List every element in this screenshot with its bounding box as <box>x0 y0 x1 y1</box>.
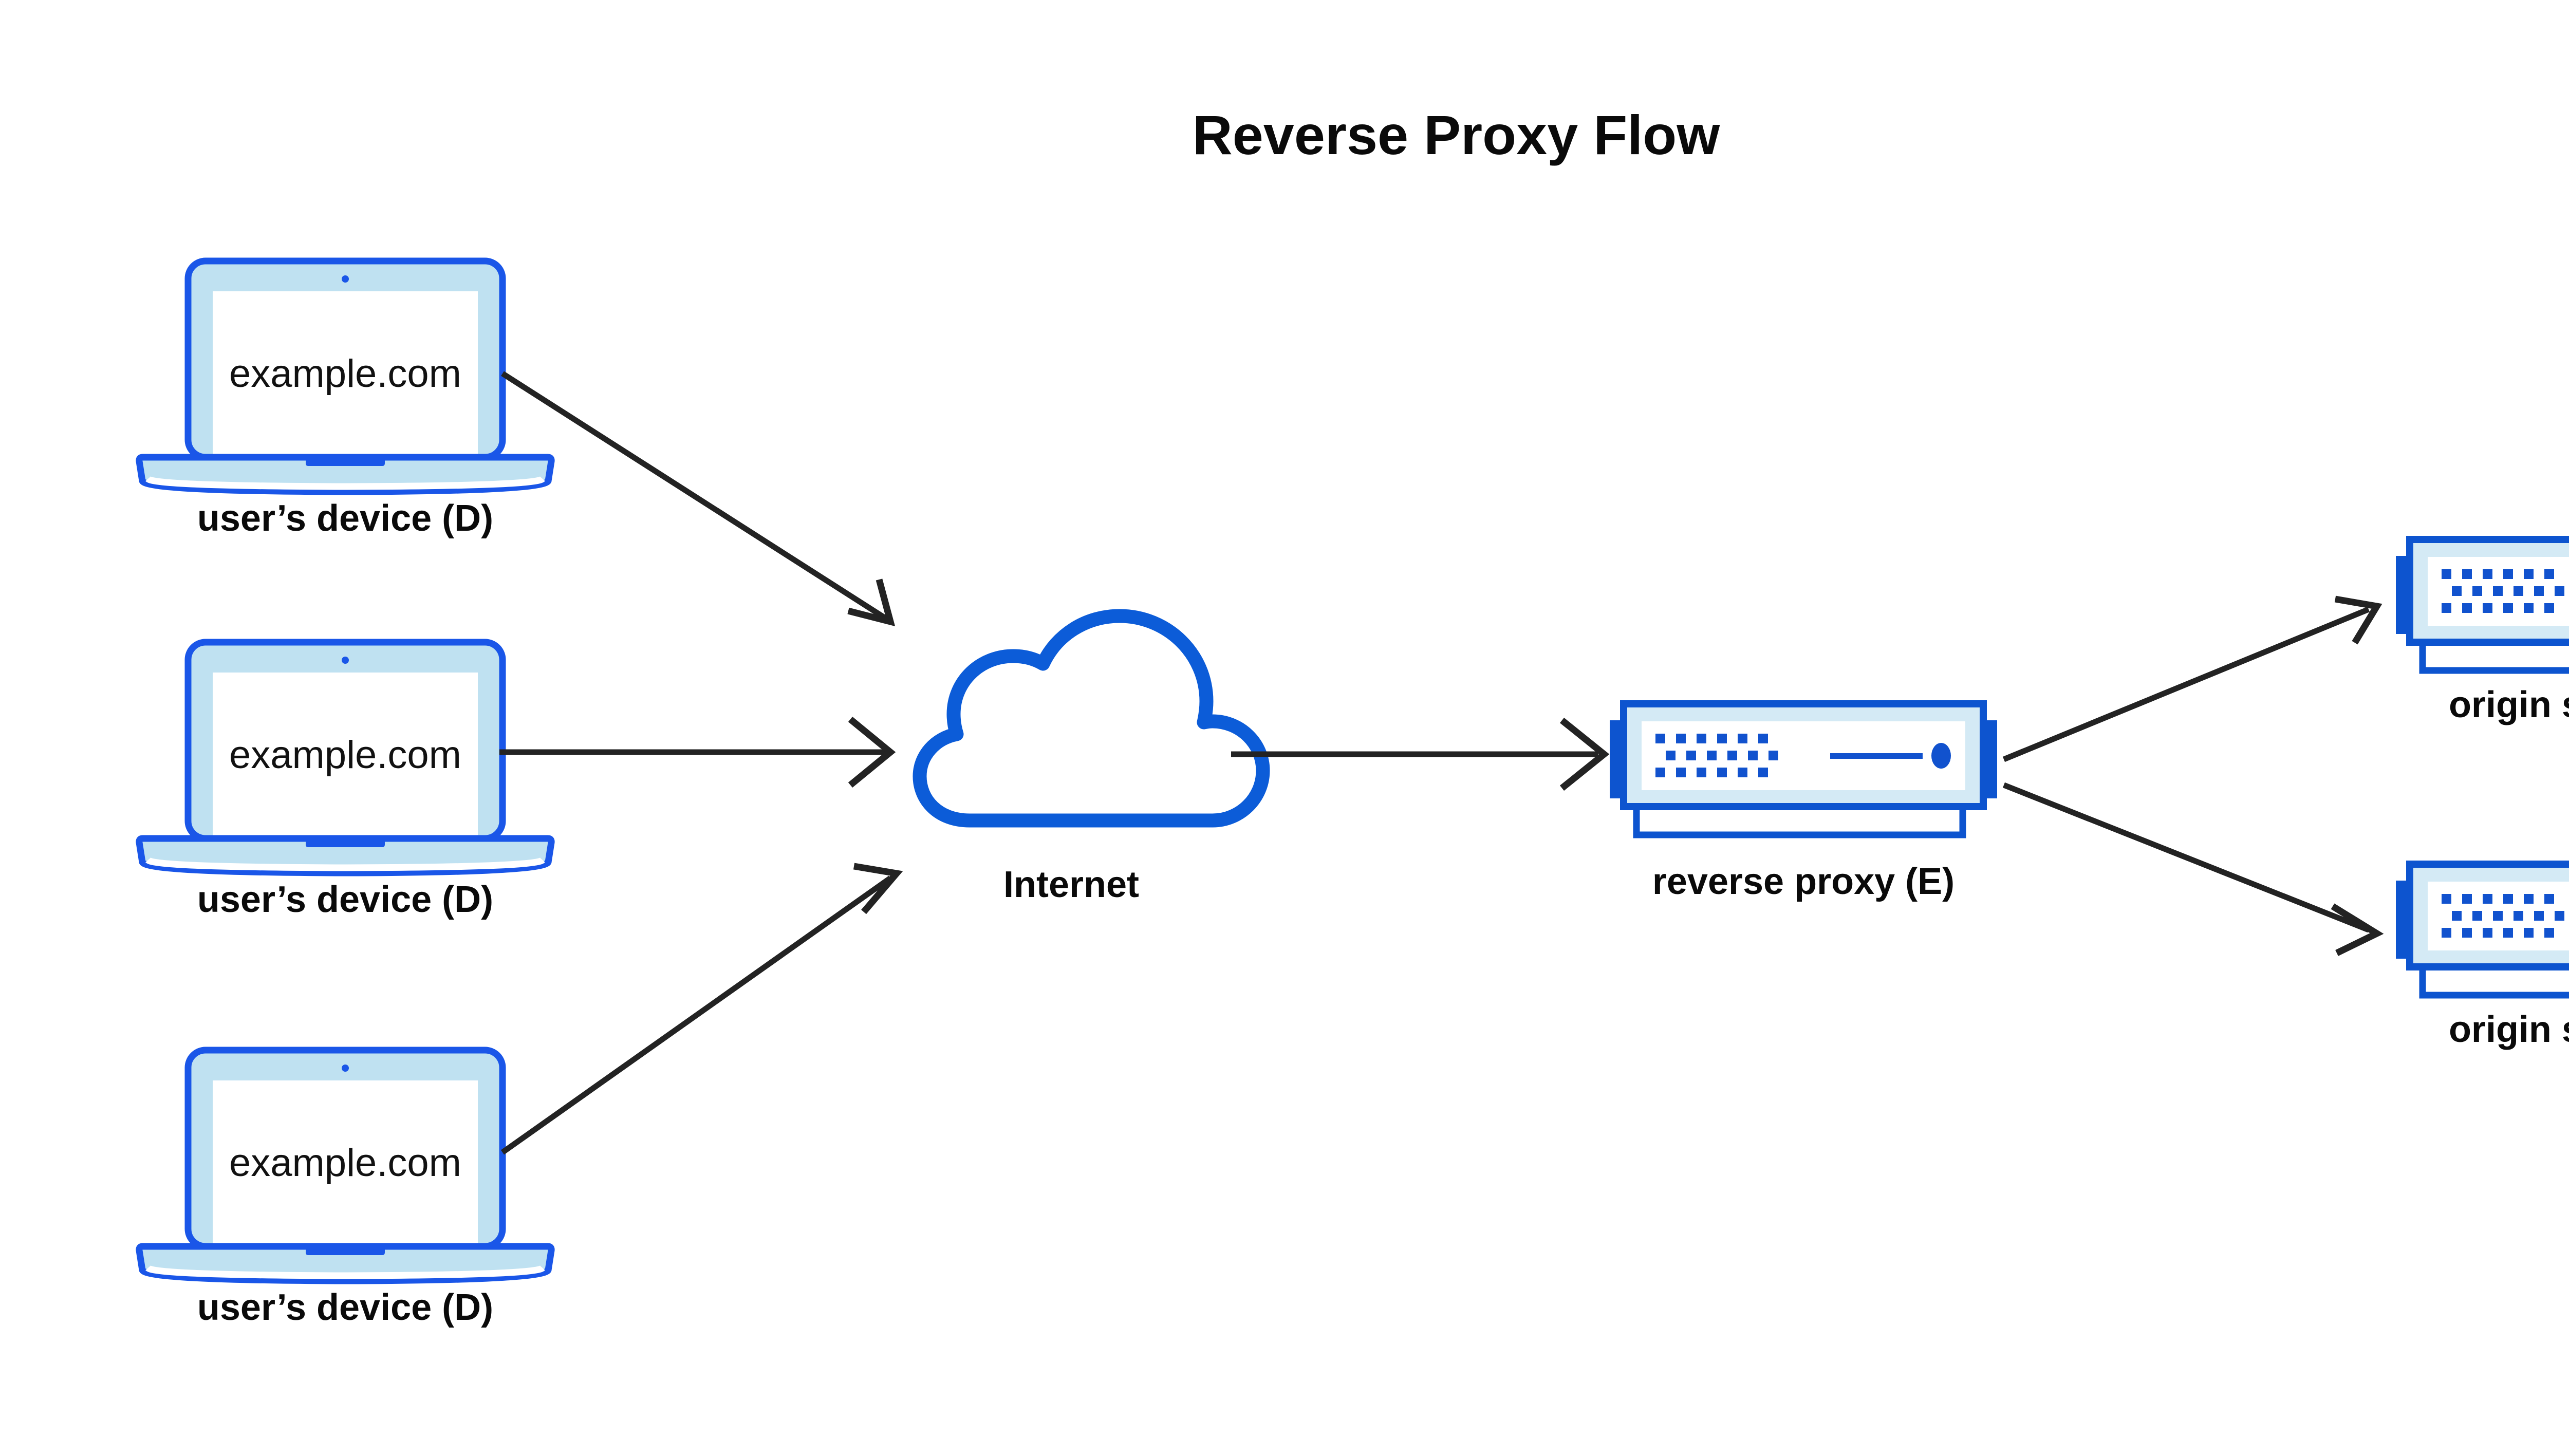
node-internet[interactable]: Internet <box>913 609 1270 905</box>
edge-device-middle-to-internet <box>499 716 896 788</box>
laptop-base-highlight <box>145 476 545 490</box>
node-label-user-device-top: user’s device (D) <box>197 498 493 539</box>
laptop-camera-icon <box>342 275 349 283</box>
laptop-notch <box>306 457 385 466</box>
cloud-shape <box>913 609 1270 828</box>
laptop-camera-icon <box>342 1065 349 1072</box>
node-label-user-device-bottom: user’s device (D) <box>197 1287 493 1328</box>
edge-proxy-to-origin-bottom <box>2002 782 2384 956</box>
node-user-device-top[interactable]: example.com user’s device (D) <box>136 257 555 539</box>
node-label-user-device-middle: user’s device (D) <box>197 879 493 920</box>
laptop-screen <box>213 291 478 456</box>
server-icon <box>1610 700 1997 838</box>
server-status-line <box>1830 753 1923 759</box>
node-label-origin-server-top: origin server (F) <box>2449 684 2569 725</box>
edge-proxy-to-origin-top <box>2002 595 2382 762</box>
laptop-screen-text: example.com <box>229 1141 461 1185</box>
node-reverse-proxy[interactable]: reverse proxy (E) <box>1610 700 1997 902</box>
laptop-icon <box>136 257 555 495</box>
node-label-reverse-proxy: reverse proxy (E) <box>1652 861 1954 902</box>
laptop-base-highlight <box>145 857 545 871</box>
node-label-internet: Internet <box>1003 864 1139 905</box>
server-vent-grid <box>1655 734 1778 777</box>
laptop-screen <box>213 1080 478 1245</box>
cloud-icon <box>913 609 1270 828</box>
laptop-notch <box>306 1246 385 1255</box>
node-user-device-middle[interactable]: example.com user’s device (D) <box>136 639 555 920</box>
server-icon <box>2396 536 2569 674</box>
edge-device-bottom-to-internet <box>500 863 903 1155</box>
laptop-icon <box>136 639 555 876</box>
edge-device-top-to-internet <box>501 371 896 627</box>
page-title: Reverse Proxy Flow <box>1193 104 1720 166</box>
node-origin-server-bottom[interactable]: origin server (F) <box>2396 861 2569 1050</box>
node-origin-server-top[interactable]: origin server (F) <box>2396 536 2569 725</box>
node-user-device-bottom[interactable]: example.com user’s device (D) <box>136 1047 555 1328</box>
node-label-origin-server-bottom: origin server (F) <box>2449 1009 2569 1050</box>
laptop-screen-text: example.com <box>229 733 461 777</box>
server-vent-grid <box>2442 569 2564 613</box>
edge-internet-to-proxy <box>1231 717 1610 791</box>
server-vent-grid <box>2442 894 2564 938</box>
laptop-icon <box>136 1047 555 1284</box>
laptop-base-highlight <box>145 1265 545 1279</box>
server-icon <box>2396 861 2569 999</box>
server-status-lamp <box>1931 743 1951 769</box>
laptop-screen-text: example.com <box>229 352 461 396</box>
laptop-screen <box>213 673 478 837</box>
laptop-notch <box>306 838 385 847</box>
laptop-camera-icon <box>342 657 349 664</box>
